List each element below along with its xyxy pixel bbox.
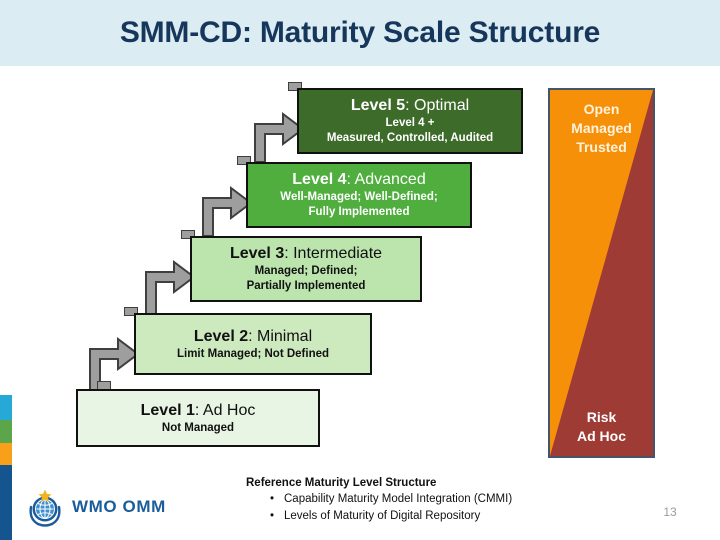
page-title: SMM-CD: Maturity Scale Structure: [119, 16, 601, 49]
connector-stub-level5: [288, 82, 302, 91]
maturity-level-5-box[interactable]: Level 5: Optimal Level 4 + Measured, Con…: [297, 88, 523, 154]
level-1-name: : Ad Hoc: [194, 401, 256, 419]
accent-bar-segment-orange: [0, 443, 12, 465]
level-4-heading: Level 4: Advanced: [292, 170, 425, 190]
level-3-sub-line-2: Partially Implemented: [246, 280, 366, 292]
level-4-sub-line-2: Fully Implemented: [308, 206, 410, 218]
level-3-label: Level 3: [229, 245, 285, 262]
level-2-label: Level 2: [193, 327, 249, 345]
accent-bar-segment-blue: [0, 465, 12, 540]
level-2-sub-line-1: Limit Managed; Not Defined: [176, 347, 330, 360]
connector-stub-level4: [237, 156, 251, 165]
level-5-label: Level 5: [350, 97, 406, 114]
accent-bar-segment-green: [0, 420, 12, 443]
maturity-level-2-box[interactable]: Level 2: Minimal Limit Managed; Not Defi…: [134, 313, 372, 375]
elbow-arrow-level1-to-level2-icon: [89, 337, 140, 391]
accent-bar-segment-cyan: [0, 395, 12, 420]
level-2-heading: Level 2: Minimal: [194, 327, 312, 347]
connector-stub-level2: [124, 307, 138, 316]
elbow-arrow-level4-to-level5-icon: [254, 112, 305, 162]
reference-title: Reference Maturity Level Structure: [246, 477, 437, 489]
level-3-name: : Intermediate: [284, 245, 383, 262]
panel-top-line-3: Trusted: [576, 139, 627, 155]
panel-top-caption: Open Managed Trusted: [550, 100, 653, 157]
maturity-level-4-box[interactable]: Level 4: Advanced Well-Managed; Well-Def…: [246, 162, 472, 228]
reference-list-item: Capability Maturity Model Integration (C…: [270, 491, 606, 508]
level-1-sub-line-1: Not Managed: [161, 421, 235, 434]
level-1-label: Level 1: [140, 401, 195, 419]
reference-list: Capability Maturity Model Integration (C…: [246, 491, 606, 525]
level-4-name: : Advanced: [346, 171, 426, 188]
connector-stub-level3: [181, 230, 195, 239]
elbow-arrow-level2-to-level3-icon: [145, 260, 196, 314]
panel-bottom-caption: Risk Ad Hoc: [550, 408, 653, 446]
level-4-label: Level 4: [292, 171, 347, 188]
page-number: 13: [663, 505, 677, 519]
elbow-arrow-level3-to-level4-icon: [202, 186, 253, 236]
level-5-name: : Optimal: [405, 97, 470, 114]
level-3-sub-line-1: Managed; Defined;: [254, 265, 358, 277]
level-4-sub-line-1: Well-Managed; Well-Defined;: [280, 191, 438, 203]
maturity-level-1-box[interactable]: Level 1: Ad Hoc Not Managed: [76, 389, 320, 447]
panel-top-line-2: Managed: [571, 120, 632, 136]
reference-block: Reference Maturity Level Structure Capab…: [246, 475, 606, 525]
title-band: [0, 0, 720, 66]
maturity-level-3-box[interactable]: Level 3: Intermediate Managed; Defined; …: [190, 236, 422, 302]
panel-bottom-line-1: Risk: [586, 409, 617, 425]
level-5-sub-line-2: Measured, Controlled, Audited: [326, 132, 494, 144]
wmo-globe-emblem-icon: [29, 489, 61, 527]
panel-top-line-1: Open: [583, 101, 620, 117]
risk-trust-panel: Open Managed Trusted Risk Ad Hoc: [548, 88, 655, 458]
level-5-heading: Level 5: Optimal: [351, 96, 469, 116]
wmo-logo-text: WMO OMM: [72, 497, 166, 516]
level-3-heading: Level 3: Intermediate: [230, 244, 382, 264]
panel-bottom-line-2: Ad Hoc: [577, 428, 626, 444]
level-5-sub-line-1: Level 4 +: [385, 117, 435, 129]
level-2-name: : Minimal: [248, 327, 313, 345]
level-1-heading: Level 1: Ad Hoc: [141, 401, 256, 421]
reference-list-item: Levels of Maturity of Digital Repository: [270, 508, 606, 525]
